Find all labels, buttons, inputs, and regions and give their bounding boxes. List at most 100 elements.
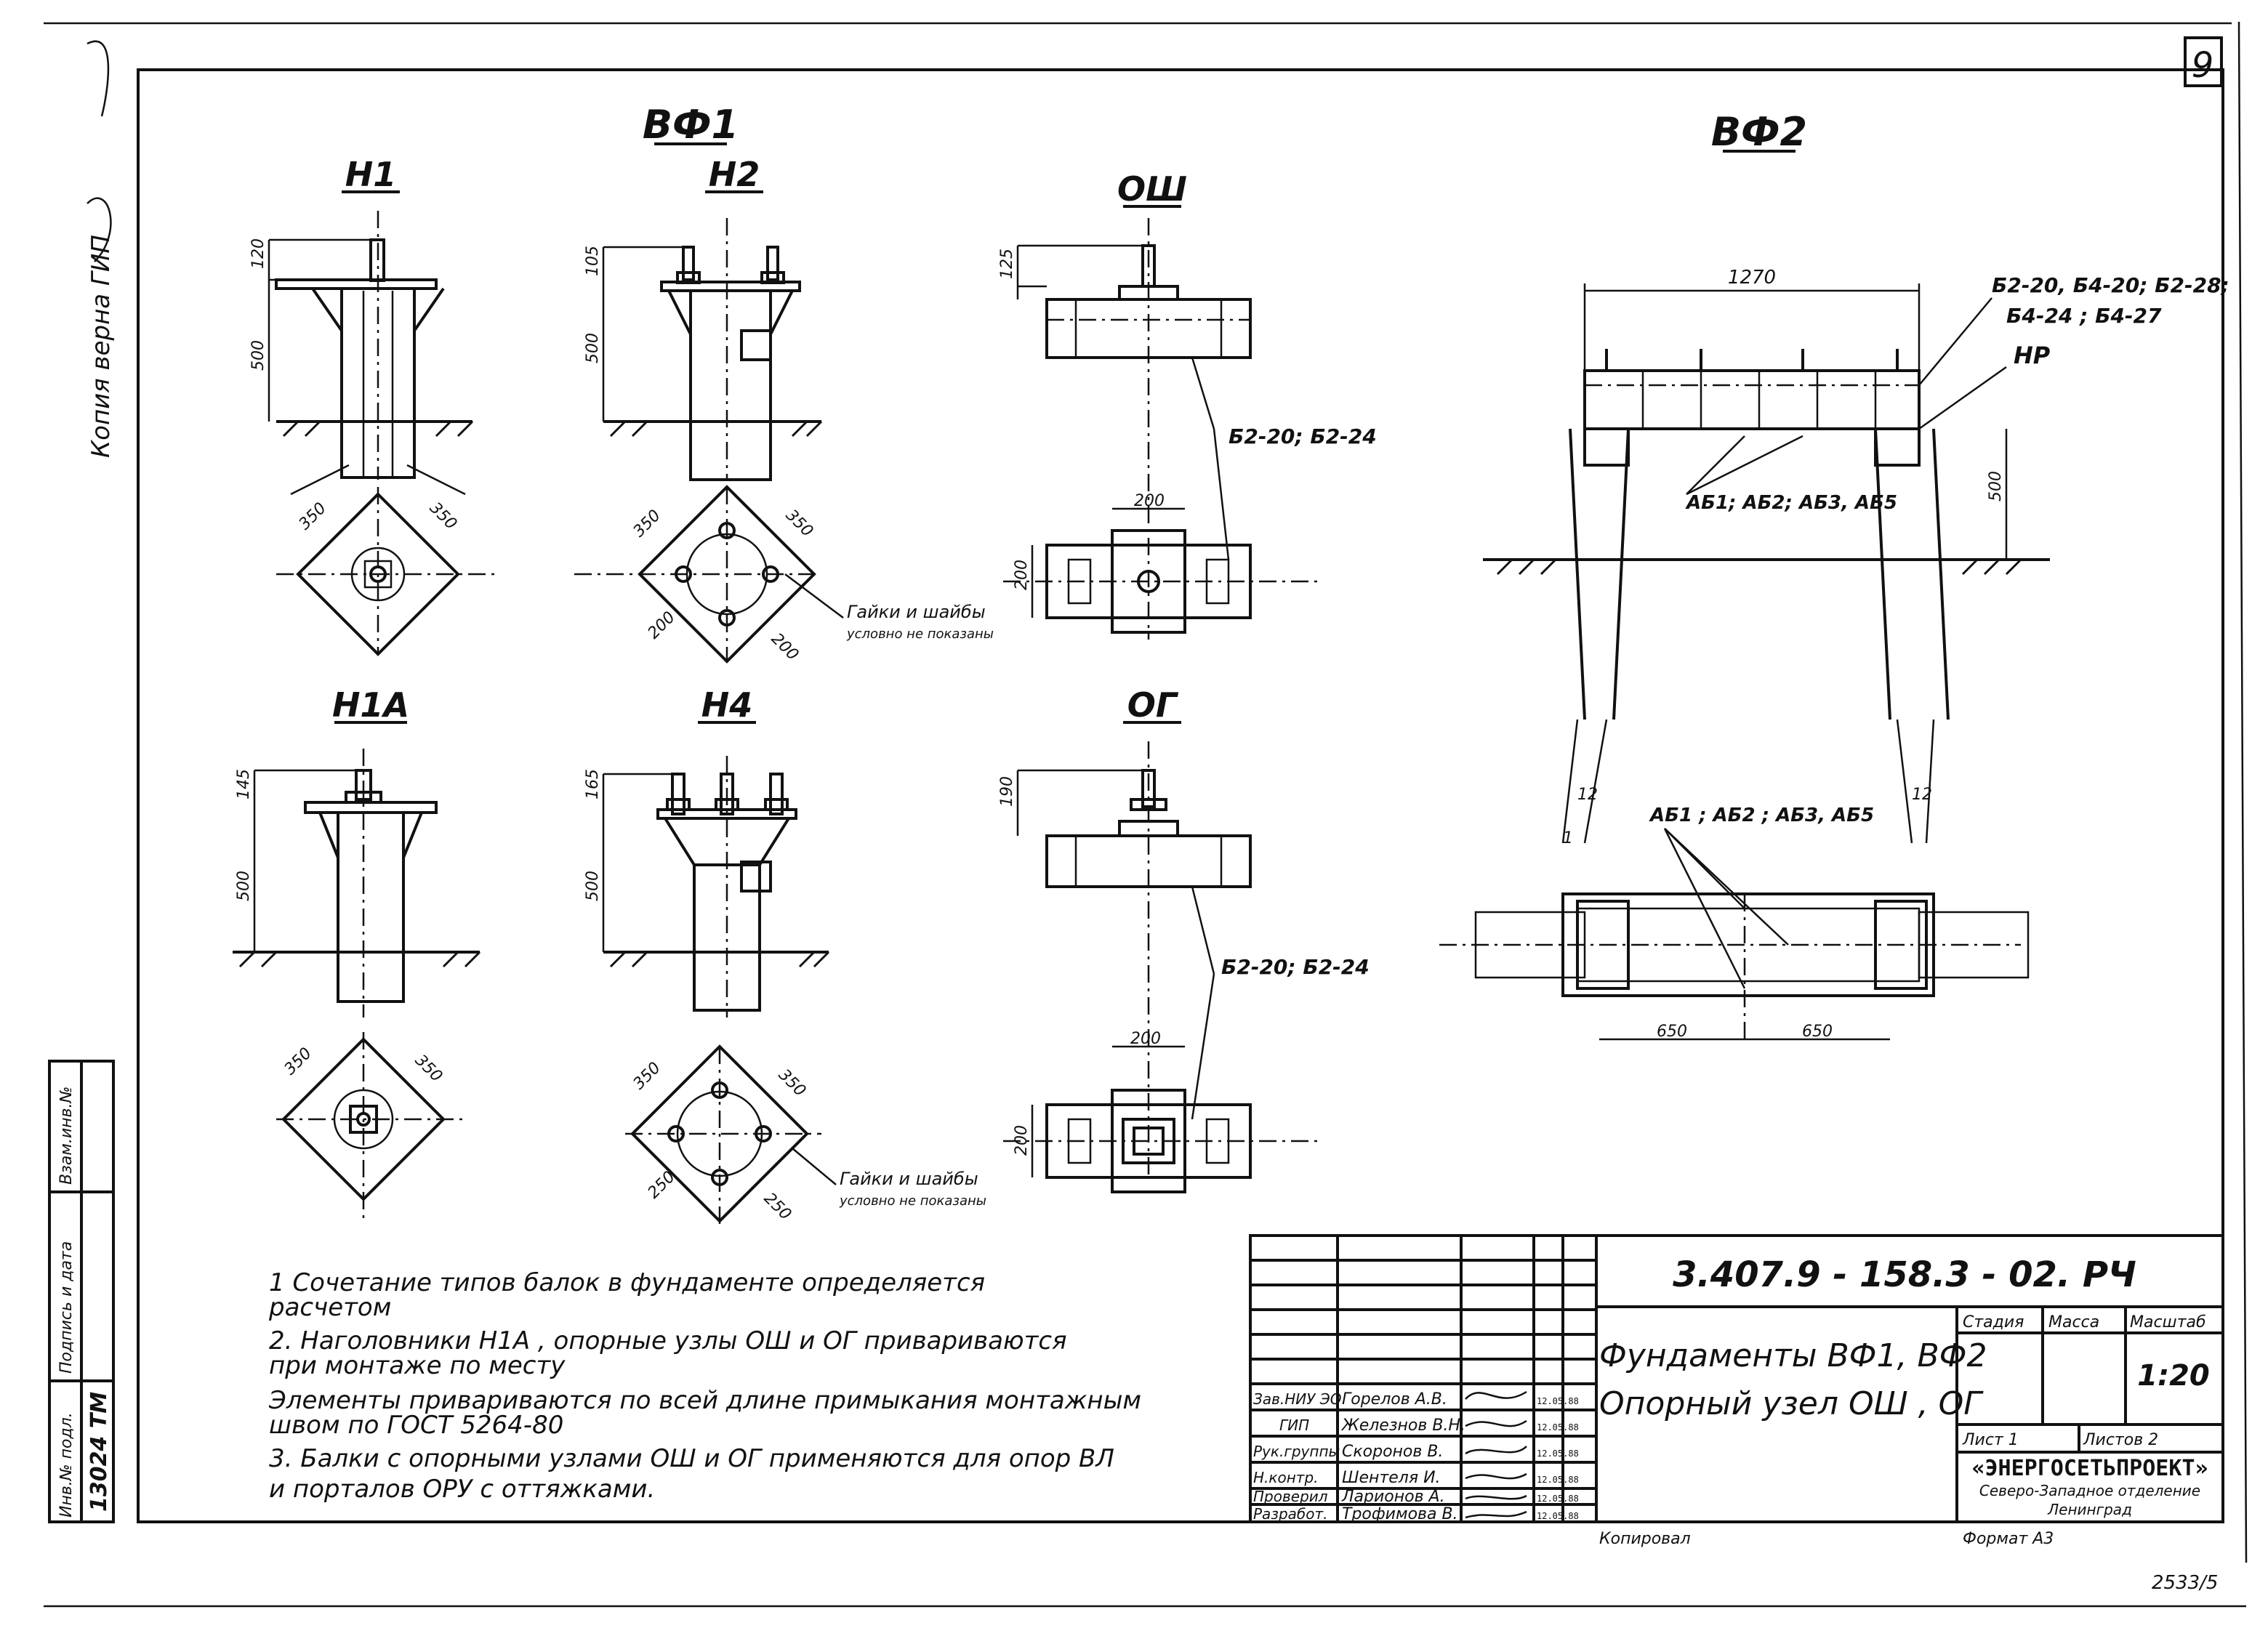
dim-label: 1 <box>1563 829 1573 847</box>
vf2-beams-label-1: Б2-20, Б4-20; Б2-28; <box>1992 273 2229 297</box>
doc-code: 3.407.9 - 158.3 - 02. РЧ <box>1673 1254 2136 1295</box>
staff-role: Зав.НИУ ЭО <box>1253 1390 1341 1408</box>
corner-stamp: 2533/5 <box>2152 1572 2218 1594</box>
staff-role: Н.контр. <box>1253 1469 1319 1486</box>
stage-header: Стадия <box>1963 1313 2024 1331</box>
nuts-note-2: условно не показаны <box>846 626 994 642</box>
dim-label: 120 <box>249 238 268 269</box>
sheet-number-box <box>2184 36 2223 87</box>
vf2-anchor-bottom-label: АБ1 ; АБ2 ; АБ3, АБ5 <box>1649 805 1874 826</box>
dim-label: 350 <box>630 1059 664 1093</box>
staff-name: Шентеля И. <box>1342 1469 1441 1487</box>
staff-date: 12.05.88 <box>1537 1422 1579 1432</box>
beam-label-top: Б2-20; Б2-24 <box>1228 424 1377 448</box>
drawing-frame <box>137 68 2224 1523</box>
dim-1270: 1270 <box>1728 267 1776 289</box>
inv-no-header: Инв.№ подл. <box>57 1412 76 1518</box>
dim-label: 650 <box>1657 1023 1687 1041</box>
view-h4-title: Н4 <box>701 685 753 725</box>
staff-role: Разработ. <box>1253 1505 1327 1523</box>
note-line: расчетом <box>268 1293 391 1322</box>
dim-label: 350 <box>782 507 816 541</box>
scale-header: Масштаб <box>2130 1313 2206 1331</box>
note-line: и порталов ОРУ с оттяжками. <box>269 1475 655 1504</box>
staff-date: 12.05.88 <box>1537 1511 1579 1521</box>
note-line: швом по ГОСТ 5264-80 <box>269 1411 563 1440</box>
title-block-frame <box>1249 1234 2224 1523</box>
dim-label: 250 <box>645 1168 679 1202</box>
view-og-title: ОГ <box>1127 685 1179 725</box>
staff-role: ГИП <box>1279 1417 1309 1434</box>
dim-label: 350 <box>775 1066 809 1100</box>
staff-date: 12.05.88 <box>1537 1494 1579 1504</box>
beam-label-bottom: Б2-20; Б2-24 <box>1221 955 1370 979</box>
dim-label: 650 <box>1802 1023 1833 1041</box>
view-osh-title: ОШ <box>1117 169 1187 209</box>
view-h1-title: Н1 <box>345 155 397 194</box>
staff-role: Рук.группы <box>1253 1443 1340 1460</box>
dim-label: 500 <box>235 871 253 901</box>
staff-name: Железнов В.Н. <box>1340 1417 1465 1435</box>
view-h1a-title: Н1А <box>332 685 409 725</box>
staff-role: Проверил <box>1253 1488 1328 1505</box>
note-line: 1 Сочетание типов балок в фундаменте опр… <box>269 1268 985 1297</box>
note-line: при монтаже по месту <box>269 1351 566 1380</box>
title-line-1: Фундаменты ВФ1, ВФ2 <box>1599 1337 1987 1374</box>
sign-date-header: Подпись и дата <box>57 1241 76 1374</box>
staff-name: Скоронов В. <box>1342 1443 1443 1461</box>
view-h1a: Н1А 145 500 350 350 <box>233 685 481 1221</box>
dim-label: 500 <box>584 871 602 901</box>
dim-label: 350 <box>281 1044 315 1079</box>
view-osh: ОШ 125 Б2-20; Б2-24 200 200 <box>998 169 1377 640</box>
dim-label: 350 <box>411 1052 446 1086</box>
dim-label: 200 <box>1013 1125 1031 1156</box>
signatures <box>1465 1390 1527 1519</box>
staff-date: 12.05.88 <box>1537 1475 1579 1485</box>
dim-label: 350 <box>426 499 460 533</box>
dim-label: 200 <box>1013 560 1031 590</box>
margin-stamp-box-2 <box>80 1060 115 1523</box>
dim-label: 190 <box>998 776 1016 807</box>
sheet-number: 9 <box>2192 45 2214 86</box>
dim-label: 200 <box>768 630 802 664</box>
note-line: 2. Наголовники Н1А , опорные узлы ОШ и О… <box>269 1326 1067 1355</box>
staff-date: 12.05.88 <box>1537 1396 1579 1406</box>
dim-label: 145 <box>235 769 253 799</box>
vf2-hp-label: НР <box>2014 342 2051 369</box>
vf2-anchor-top-label: АБ1; АБ2; АБ3, АБ5 <box>1685 492 1897 514</box>
dim-label: 12 <box>1912 786 1932 804</box>
dim-label: 200 <box>1130 1030 1161 1048</box>
view-h4: Н4 165 500 350 350 250 250 Гайки и шайбы <box>584 685 986 1228</box>
vertical-copy-note: Копия верна ГИП <box>87 235 116 458</box>
dim-label: 200 <box>1134 492 1165 510</box>
nuts-note: Гайки и шайбы <box>840 1169 978 1189</box>
mass-header: Масса <box>2048 1313 2099 1331</box>
dim-label: 500 <box>584 333 602 363</box>
inv-no-value: 13024 ТМ <box>87 1392 112 1512</box>
title-line-2: Опорный узел ОШ , ОГ <box>1599 1385 1984 1422</box>
title-block: Зав.НИУ ЭО Горелов А.В. 12.05.88 ГИП Жел… <box>1249 1234 2224 1523</box>
dim-label: 350 <box>630 507 664 541</box>
dim-label: 165 <box>584 769 602 799</box>
copied-label: Копировал <box>1599 1530 1691 1548</box>
view-h2-title: Н2 <box>709 155 760 194</box>
vf2-beams-label-2: Б4-24 ; Б4-27 <box>2006 304 2162 328</box>
dim-label: 12 <box>1577 786 1598 804</box>
scale-value: 1:20 <box>2137 1359 2210 1393</box>
dim-label: 200 <box>645 608 679 642</box>
dim-label: 500 <box>1987 471 2005 501</box>
staff-date: 12.05.88 <box>1537 1448 1579 1459</box>
dim-label: 350 <box>296 499 330 533</box>
dim-label: 250 <box>760 1190 795 1224</box>
sheet-label: Лист 1 <box>1962 1431 2019 1449</box>
format-label: Формат А3 <box>1963 1530 2054 1548</box>
view-h2: Н2 105 500 350 350 200 200 Гайки и шайбы… <box>574 155 994 664</box>
margin-signature <box>87 40 112 262</box>
nuts-note-2: условно не показаны <box>839 1193 986 1209</box>
view-h1: Н1 120 500 350 350 <box>249 155 494 656</box>
note-line: 3. Балки с опорными узлами ОШ и ОГ приме… <box>269 1444 1114 1473</box>
dim-label: 500 <box>249 340 268 371</box>
sheets-label: Листов 2 <box>2083 1431 2158 1449</box>
notes-block: 1 Сочетание типов балок в фундаменте опр… <box>268 1268 1141 1504</box>
dim-label: 105 <box>584 246 602 276</box>
